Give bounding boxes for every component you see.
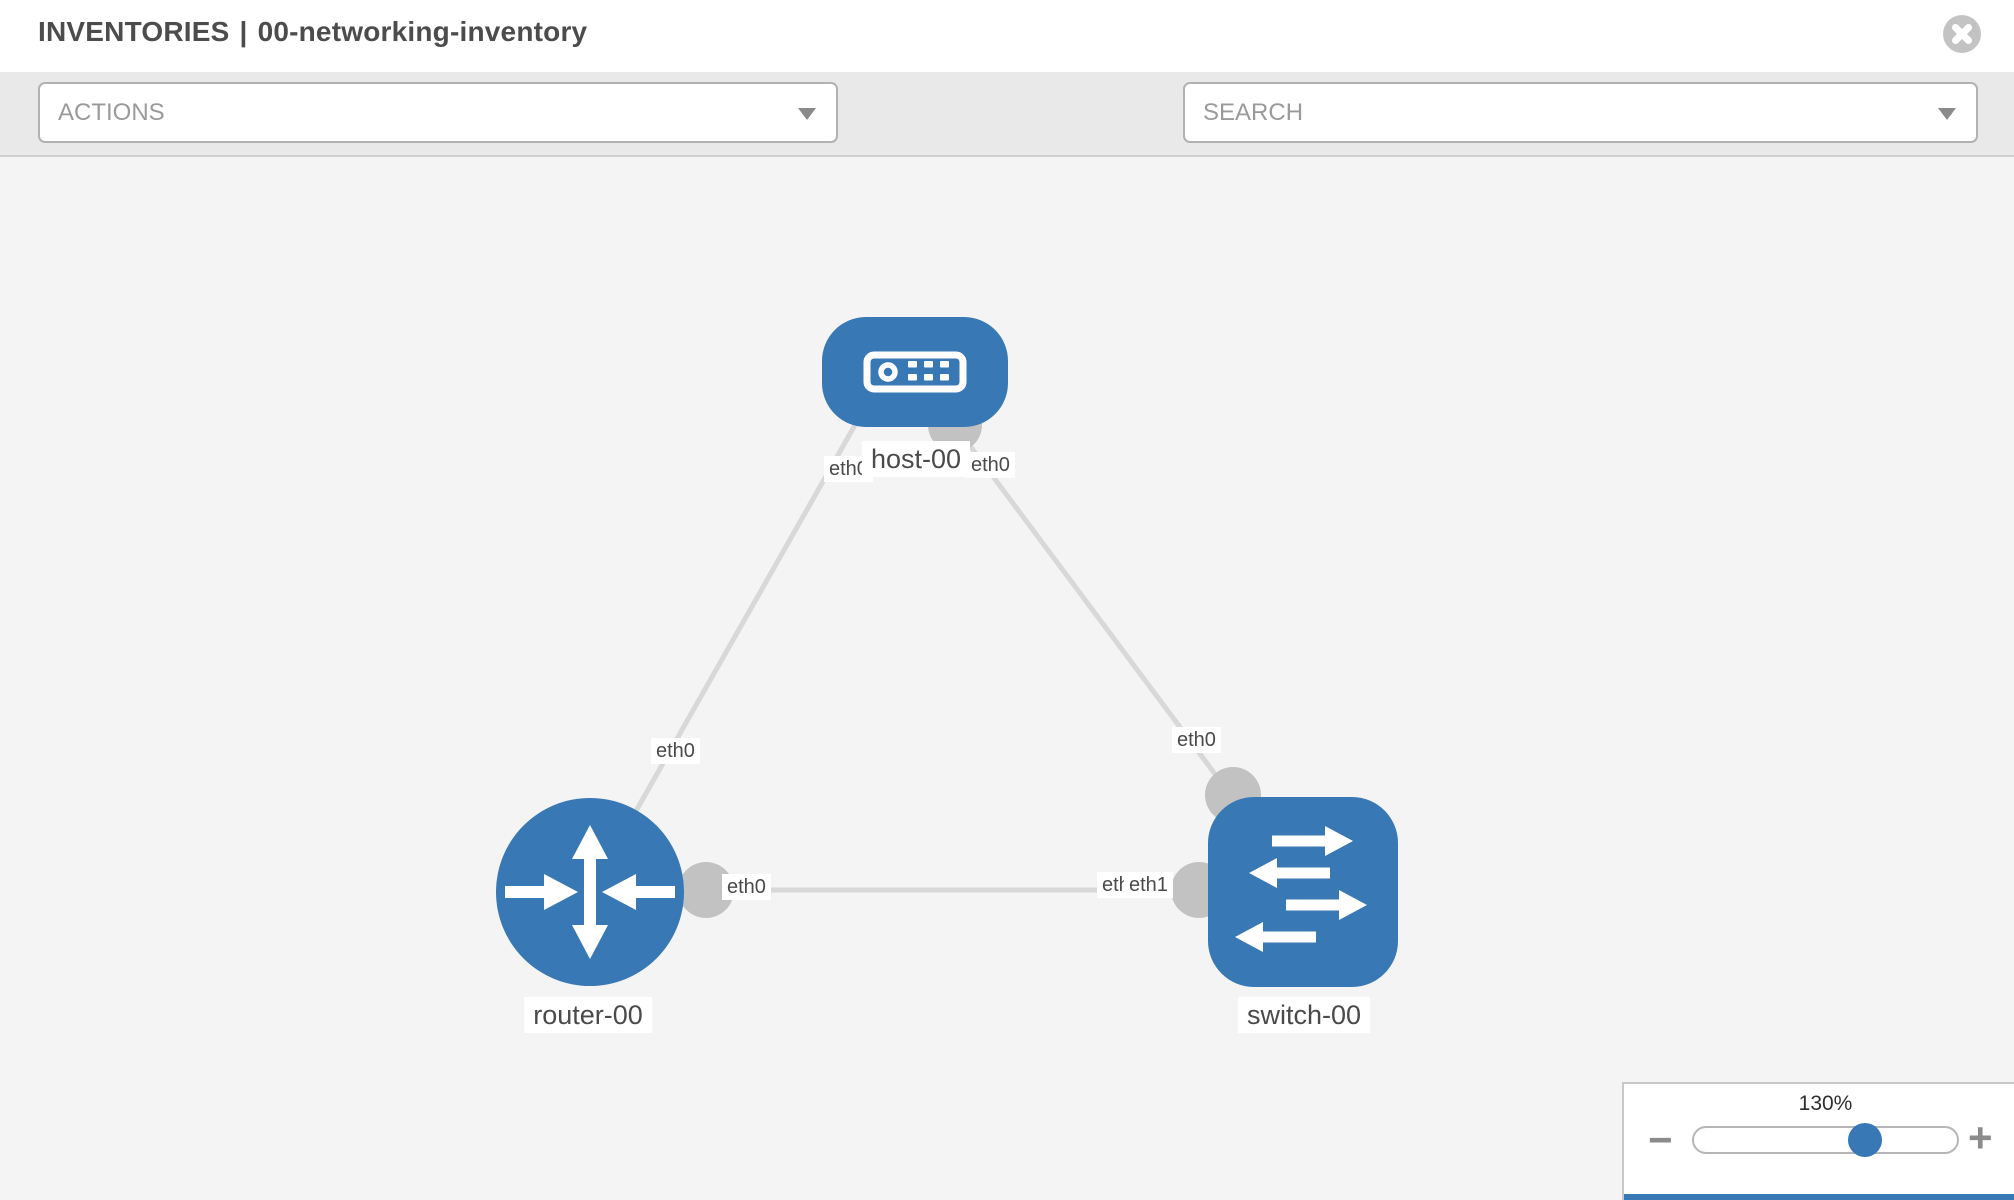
interface-label: eth1	[1124, 872, 1173, 898]
zoom-in-button[interactable]: +	[1968, 1114, 1993, 1161]
interface-label: eth0	[1172, 727, 1221, 753]
switch-icon	[1235, 826, 1367, 952]
close-button[interactable]	[1940, 12, 1984, 56]
router-icon	[505, 825, 675, 959]
zoom-slider-thumb[interactable]	[1847, 1123, 1882, 1157]
zoom-out-button[interactable]: −	[1648, 1116, 1673, 1163]
topology-canvas[interactable]: eth0 eth0 eth0 eth0 eth0 eth0 eth1 host-…	[0, 157, 2014, 1200]
page-title: INVENTORIES | 00-networking-inventory	[38, 16, 587, 48]
node-label-host-00: host-00	[861, 441, 971, 478]
close-icon	[1943, 15, 1981, 53]
node-router-00[interactable]	[496, 798, 684, 986]
caret-down-icon	[1938, 107, 1956, 120]
topology-graph	[496, 317, 1398, 987]
host-icon	[863, 351, 967, 393]
breadcrumb-separator: |	[239, 16, 248, 47]
inventory-name: 00-networking-inventory	[257, 16, 588, 47]
search-dropdown[interactable]: SEARCH	[1183, 82, 1978, 143]
actions-dropdown-label: ACTIONS	[58, 98, 165, 126]
zoom-level-value: 130%	[1798, 1092, 1853, 1115]
header: INVENTORIES | 00-networking-inventory	[0, 0, 2014, 72]
breadcrumb-section: INVENTORIES	[38, 16, 230, 47]
zoom-slider[interactable]	[1692, 1123, 1959, 1157]
interface-connector-router-right[interactable]	[678, 862, 734, 918]
node-host-00[interactable]	[822, 317, 1008, 427]
toolbar: ACTIONS SEARCH	[0, 72, 2014, 199]
interface-label: eth0	[722, 874, 771, 900]
node-switch-00[interactable]	[1208, 797, 1398, 987]
caret-down-icon	[798, 107, 816, 120]
interface-label: eth0	[966, 452, 1015, 478]
actions-dropdown[interactable]: ACTIONS	[38, 82, 838, 143]
interface-label: eth0	[651, 738, 700, 764]
panel-bottom-accent	[1624, 1194, 2014, 1200]
search-dropdown-label: SEARCH	[1203, 98, 1304, 126]
zoom-control-panel: 130% − +	[1622, 1082, 2014, 1200]
node-label-switch-00: switch-00	[1237, 997, 1371, 1034]
node-label-router-00: router-00	[524, 997, 652, 1034]
